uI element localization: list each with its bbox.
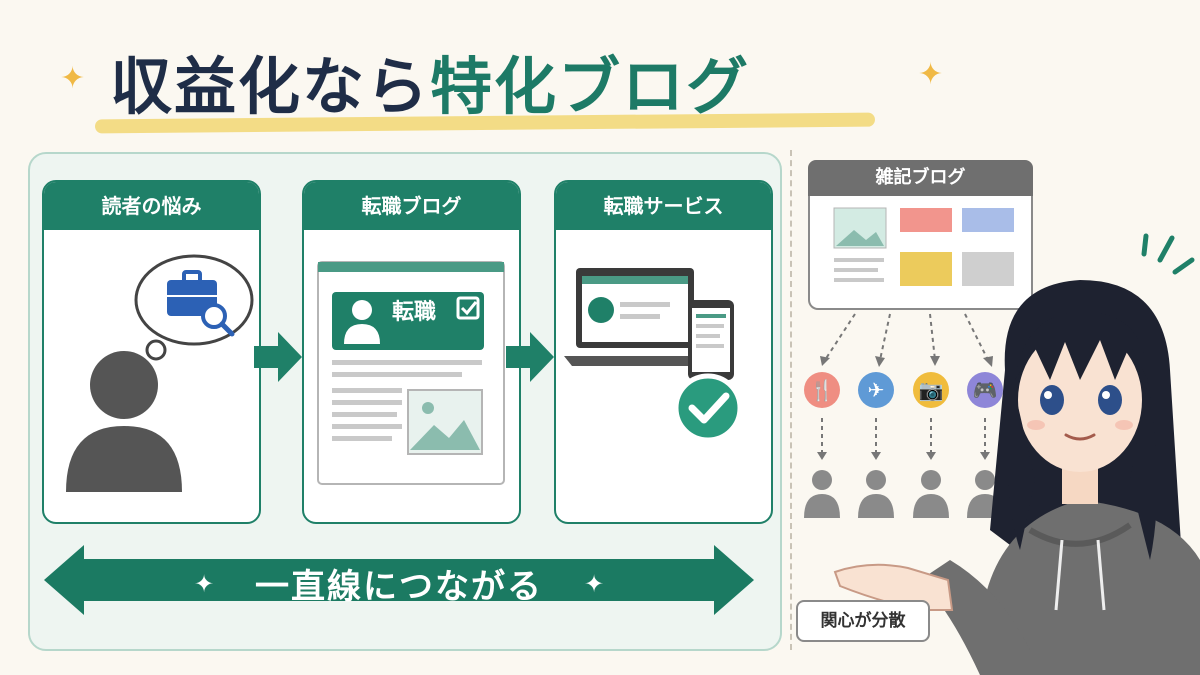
title-part-2: 特化ブログ — [430, 50, 751, 123]
worried-reader-illustration — [66, 254, 254, 492]
sparkle-icon: ✦ — [918, 57, 944, 92]
card-label: 読者の悩み — [44, 182, 259, 230]
card-label: 転職サービス — [556, 182, 771, 230]
laptop-icon — [564, 268, 706, 366]
connector-double-arrow: ✦ ✦ 一直線につながる — [44, 545, 754, 615]
fork-knife-icon: 🍴 — [804, 372, 840, 408]
page-title: 収益化なら特化ブログ — [110, 36, 750, 126]
connector-text: 一直線につながる — [255, 567, 543, 607]
general-blog-body — [808, 196, 1033, 310]
svg-text:✦: ✦ — [194, 570, 214, 598]
camera-icon: 📷 — [913, 372, 949, 408]
person-silhouette-icon — [66, 351, 182, 492]
sparkle-icon: ✦ — [60, 61, 86, 96]
career-badge-text: 転職 — [392, 300, 437, 325]
double-arrow-icon: ✦ ✦ — [44, 545, 754, 615]
devices-illustration — [564, 268, 743, 443]
card-career-blog: 転職ブログ 転職 — [302, 180, 521, 524]
smartphone-icon — [688, 300, 734, 380]
businessman-icon — [344, 300, 380, 344]
arrow-right-icon — [254, 332, 302, 382]
section-divider — [790, 150, 792, 650]
image-placeholder-icon — [407, 389, 483, 455]
person-icon — [804, 470, 1003, 518]
svg-text:✦: ✦ — [584, 570, 604, 598]
title-part-1: 収益化なら — [110, 50, 431, 123]
briefcase-search-icon — [167, 270, 235, 337]
title-area: 収益化なら特化ブログ — [0, 30, 1000, 134]
general-blog-box: 雑記ブログ — [808, 160, 1033, 310]
dispersed-interest-badge: 関心が分散 — [796, 600, 930, 642]
general-blog-label: 雑記ブログ — [808, 160, 1033, 196]
emphasis-marks-icon — [1141, 233, 1195, 275]
gamepad-icon: 🎮 — [967, 372, 1003, 408]
reader-groups — [804, 418, 1003, 518]
arrow-right-icon — [506, 332, 554, 382]
presenter-girl-illustration — [833, 233, 1200, 675]
check-circle-icon — [673, 373, 743, 443]
card-career-service: 転職サービス — [554, 180, 773, 524]
card-label: 転職ブログ — [304, 182, 519, 230]
mixed-content-grid — [833, 207, 1014, 286]
card-reader-worry: 読者の悩み — [42, 180, 261, 524]
article-lines — [332, 360, 483, 455]
airplane-icon: ✈ — [858, 372, 894, 408]
checkbox-icon — [456, 296, 480, 320]
dispersion-arrows — [820, 313, 993, 367]
